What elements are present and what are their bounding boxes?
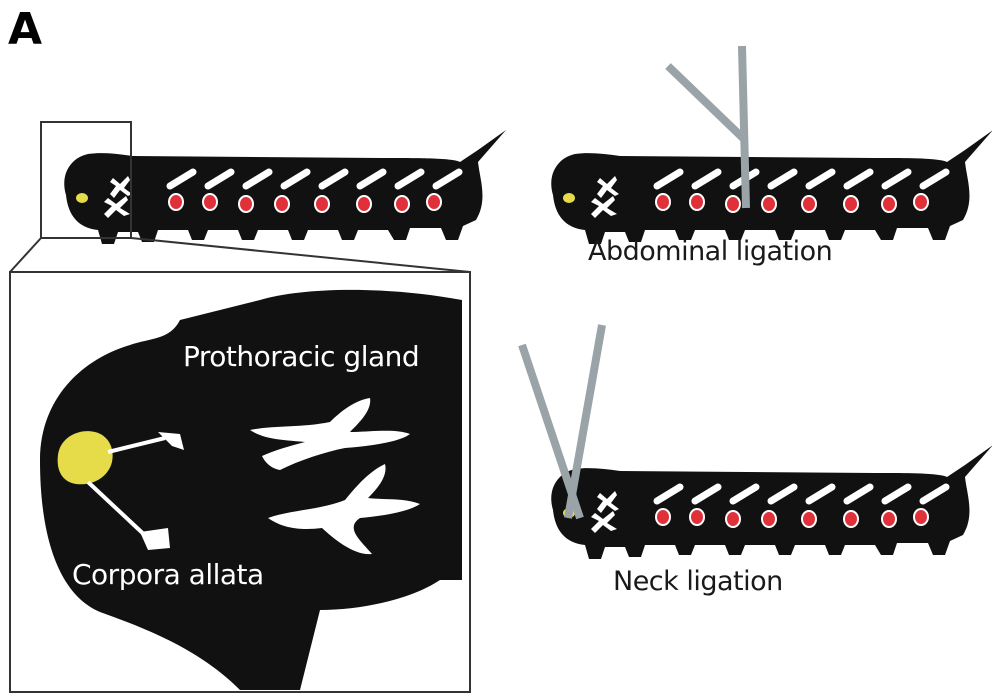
zoom-line-left xyxy=(10,238,41,272)
caption-neck-ligation: Neck ligation xyxy=(613,566,783,597)
label-prothoracic-gland: Prothoracic gland xyxy=(183,340,419,373)
inset-head-enlarged xyxy=(10,272,470,692)
zoom-line-right xyxy=(131,238,470,272)
caption-abdominal-ligation: Abdominal ligation xyxy=(588,236,832,267)
label-corpora-allata: Corpora allata xyxy=(72,558,264,591)
panel-label: A xyxy=(8,8,42,52)
larva-abdominal-ligation xyxy=(551,130,992,244)
larva-neck-ligation xyxy=(551,445,992,559)
